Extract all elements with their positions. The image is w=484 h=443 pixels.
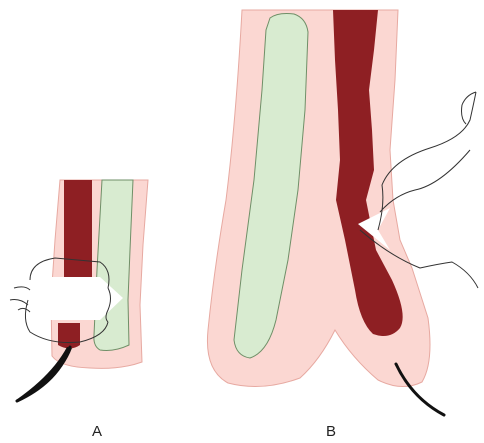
panel-b-illustration (207, 10, 478, 415)
panel-a-label: A (92, 423, 102, 440)
panel-a-illustration (10, 180, 148, 402)
panel-a-needle (16, 347, 72, 402)
panel-a-vessel-upper (64, 180, 92, 277)
panel-b-label: B (326, 423, 336, 440)
panel-a-vessel-lower (58, 323, 80, 349)
